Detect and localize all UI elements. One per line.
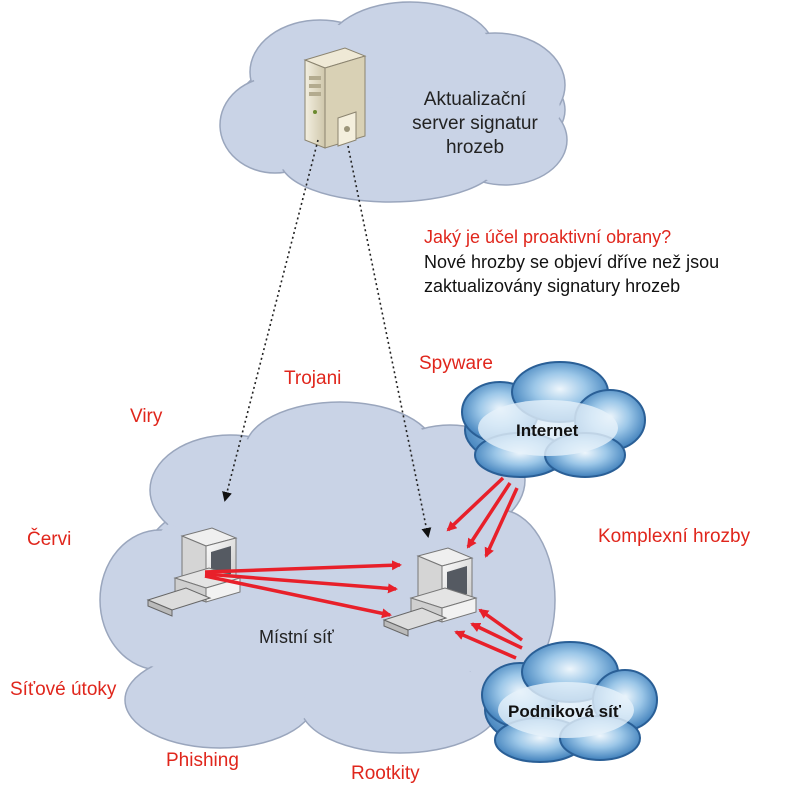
lan-attack-arrows [204,560,402,619]
right-pc-icon [382,547,478,637]
threat-sitove: Síťové útoky [10,679,117,700]
threat-phishing: Phishing [166,750,239,771]
update-line-left [222,139,319,502]
threat-komplexni: Komplexní hrozby [598,526,751,547]
threat-spyware: Spyware [419,353,493,374]
internet-label: Internet [516,421,579,440]
threat-trojani: Trojani [284,368,342,389]
question-title: Jaký je účel proaktivní obrany? [424,227,672,247]
update-line-right [347,145,432,538]
server-label-line2: server signatur [412,113,538,134]
threat-viry: Viry [130,406,163,427]
answer-line1: Nové hrozby se objeví dříve než jsou [424,252,720,272]
internet-attack-arrows [446,476,519,558]
corporate-label: Podniková síť [508,702,622,721]
server-label-line3: hrozeb [445,137,505,158]
answer-line2: zaktualizovány signatury hrozeb [424,276,681,296]
corporate-attack-arrows [454,608,524,660]
threat-rootkity: Rootkity [351,763,420,784]
lan-label: Místní síť [259,627,334,647]
threat-cervi: Červi [27,529,72,550]
server-icon [303,47,367,149]
server-label-line1: Aktualizační [423,89,527,110]
server-label: Aktualizační server signatur hrozeb [400,88,550,160]
